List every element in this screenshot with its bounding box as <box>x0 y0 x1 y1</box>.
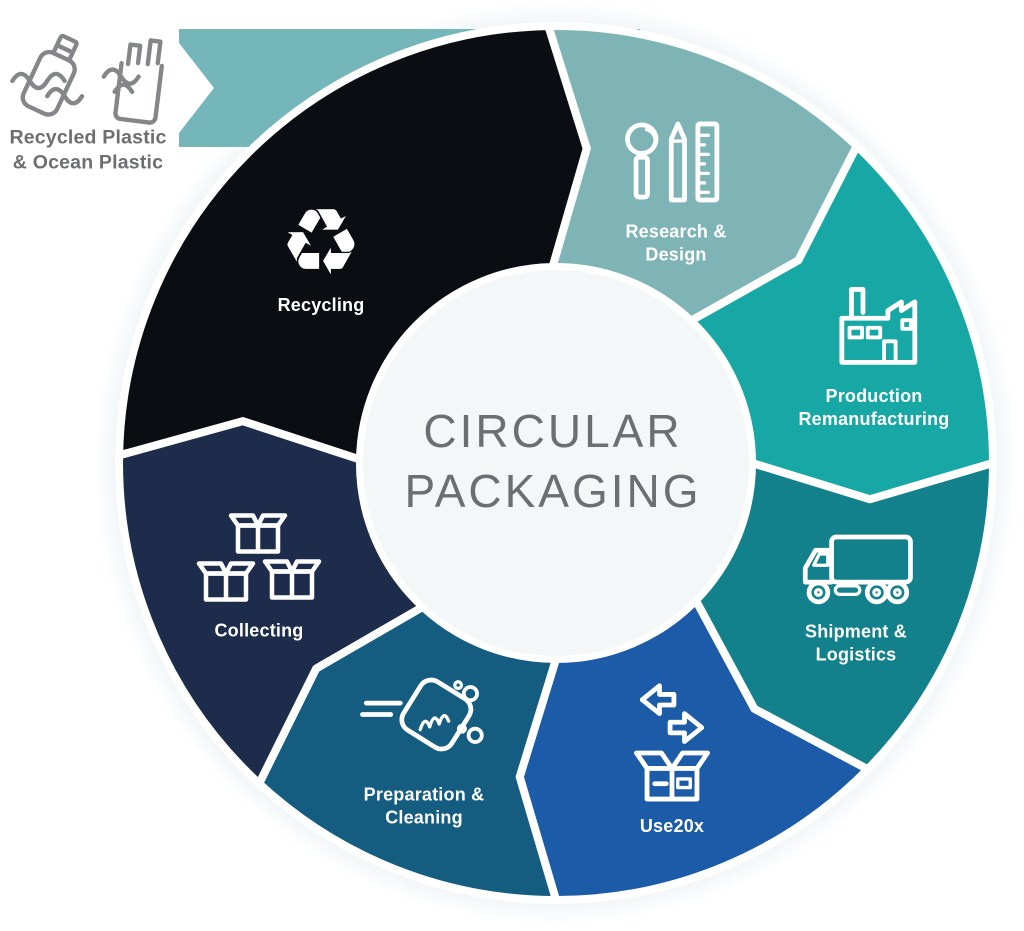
segment-collecting <box>115 417 427 788</box>
center-circle <box>363 270 749 656</box>
segment-recycling <box>115 22 591 464</box>
